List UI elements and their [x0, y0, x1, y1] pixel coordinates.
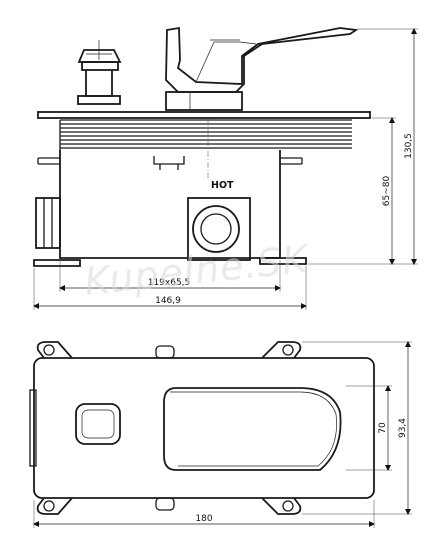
dim-total-height: 130,5 — [308, 28, 418, 265]
svg-text:70: 70 — [378, 422, 388, 434]
hot-label: HOT — [211, 180, 234, 191]
mounting-lugs — [36, 341, 302, 515]
dim-box-depth: 65~80 — [372, 117, 396, 265]
mounting-feet — [33, 257, 307, 267]
cover-plate — [37, 111, 371, 119]
cover-plate-top — [33, 357, 375, 499]
dim-handle-depth-top: 70 — [346, 385, 392, 471]
dim-overall-width-top: 180 — [33, 500, 375, 528]
svg-text:119x65,5: 119x65,5 — [148, 278, 191, 288]
side-tab — [29, 389, 37, 467]
side-view: HOT 119x65,5 146,9 130,5 65~80 — [33, 26, 418, 310]
svg-text:130,5: 130,5 — [404, 133, 414, 159]
threaded-collar — [59, 119, 352, 150]
svg-text:146,9: 146,9 — [155, 296, 181, 306]
dim-overall-width-side: 146,9 — [33, 266, 307, 310]
side-port — [35, 197, 61, 249]
diverter-knob — [77, 40, 122, 105]
top-view: 180 70 93,4 — [29, 341, 412, 528]
svg-text:180: 180 — [195, 514, 212, 524]
hot-outlet — [187, 197, 251, 261]
dim-box-size: 119x65,5 — [59, 260, 281, 292]
svg-text:93,4: 93,4 — [398, 418, 408, 438]
mixer-handle — [165, 26, 359, 111]
dim-depth-top: 93,4 — [302, 341, 412, 515]
watermark: Kupelne.SK — [82, 237, 312, 304]
svg-text:65~80: 65~80 — [382, 176, 392, 207]
diverter-knob-top — [75, 403, 121, 445]
mixer-handle-top — [163, 387, 342, 471]
